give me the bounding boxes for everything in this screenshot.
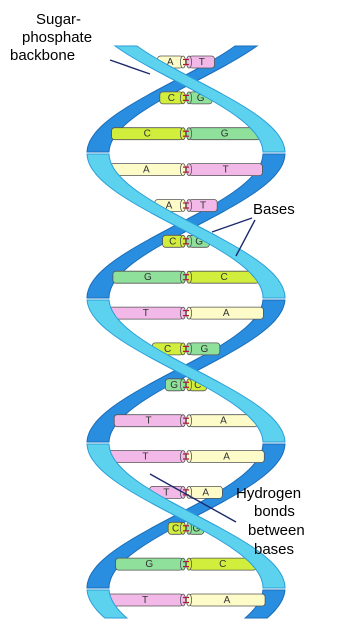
base-letter: G bbox=[195, 236, 203, 247]
base-T-right: T bbox=[185, 199, 218, 212]
base-T-left: T bbox=[107, 450, 186, 463]
base-letter: T bbox=[146, 416, 152, 427]
base-A-right: A bbox=[185, 414, 259, 428]
base-T-left: T bbox=[113, 414, 186, 428]
backbone-label-line-2: phosphate bbox=[22, 29, 92, 46]
base-letter: A bbox=[224, 595, 231, 606]
base-letter: A bbox=[223, 308, 230, 319]
base-C-left: C bbox=[162, 234, 186, 248]
bases-pointer-line bbox=[235, 219, 256, 257]
base-letter: C bbox=[164, 344, 171, 355]
base-letter: T bbox=[223, 165, 229, 176]
strand-a-front-segment bbox=[86, 299, 286, 443]
label-hydrogen-bonds: Hydrogen bonds between bases bbox=[236, 485, 305, 558]
base-letter: G bbox=[145, 559, 153, 570]
hbond-pointer-line bbox=[149, 473, 237, 523]
base-G-left: G bbox=[115, 557, 186, 571]
base-letter: G bbox=[170, 380, 178, 391]
strand-a-front-segment bbox=[113, 45, 286, 153]
strand-b-front-segment bbox=[86, 443, 286, 589]
hbond-label-line-4: bases bbox=[254, 541, 294, 558]
base-G-right: G bbox=[185, 342, 221, 356]
base-T-left: T bbox=[108, 306, 186, 320]
base-letter: C bbox=[219, 559, 226, 570]
base-letter: T bbox=[142, 595, 148, 606]
label-sugar-phosphate-backbone: Sugar- phosphate backbone bbox=[10, 11, 92, 64]
base-letter: A bbox=[143, 165, 150, 176]
bases-pointer-line bbox=[211, 217, 253, 233]
base-letter: T bbox=[199, 57, 205, 68]
base-A-right: A bbox=[185, 485, 223, 499]
base-letter: A bbox=[167, 57, 174, 68]
base-letter: G bbox=[201, 344, 209, 355]
base-A-right: A bbox=[185, 450, 265, 463]
label-pointers bbox=[109, 59, 256, 523]
base-letter: A bbox=[202, 487, 209, 498]
base-C-right: C bbox=[185, 557, 257, 571]
front-strand bbox=[86, 45, 286, 619]
base-letter: G bbox=[193, 523, 201, 534]
base-letter: G bbox=[221, 129, 229, 140]
base-A-right: A bbox=[185, 306, 264, 320]
base-letter: A bbox=[220, 416, 227, 427]
backbone-label-line-1: Sugar- bbox=[36, 11, 81, 28]
label-bases: Bases bbox=[253, 201, 295, 218]
base-letter: A bbox=[223, 452, 230, 463]
base-letter: T bbox=[142, 452, 148, 463]
base-letter: A bbox=[166, 201, 173, 212]
base-T-right: T bbox=[185, 163, 263, 177]
strand-b-back-segment bbox=[86, 45, 259, 153]
base-letter: T bbox=[200, 201, 206, 212]
strand-a-front-segment bbox=[86, 589, 129, 619]
base-G-left: G bbox=[112, 270, 186, 284]
hbond-label-line-3: between bbox=[248, 522, 305, 539]
base-G-right: G bbox=[185, 127, 261, 141]
base-letter: C bbox=[172, 523, 179, 534]
base-G-left: G bbox=[164, 378, 186, 392]
base-T-right: T bbox=[185, 55, 215, 69]
base-letter: C bbox=[194, 380, 201, 391]
base-A-right: A bbox=[185, 593, 266, 607]
hbond-label-line-1: Hydrogen bbox=[236, 485, 301, 502]
base-letter: G bbox=[144, 272, 152, 283]
base-letter: G bbox=[197, 93, 205, 104]
base-C-left: C bbox=[167, 521, 186, 535]
base-C-left: C bbox=[159, 91, 186, 105]
backbone-pointer-line bbox=[109, 59, 151, 75]
base-letter: C bbox=[144, 129, 151, 140]
base-letter: T bbox=[163, 487, 169, 498]
base-C-left: C bbox=[111, 127, 186, 141]
backbone-label-line-3: backbone bbox=[10, 47, 75, 64]
base-T-left: T bbox=[106, 593, 186, 607]
base-A-left: A bbox=[109, 163, 186, 177]
base-letter: C bbox=[169, 236, 176, 247]
base-C-right: C bbox=[185, 270, 260, 284]
base-letter: C bbox=[220, 272, 227, 283]
strand-b-front-segment bbox=[86, 153, 286, 299]
base-letter: C bbox=[168, 93, 175, 104]
base-letter: T bbox=[143, 308, 149, 319]
hbond-label-line-2: bonds bbox=[254, 503, 295, 520]
